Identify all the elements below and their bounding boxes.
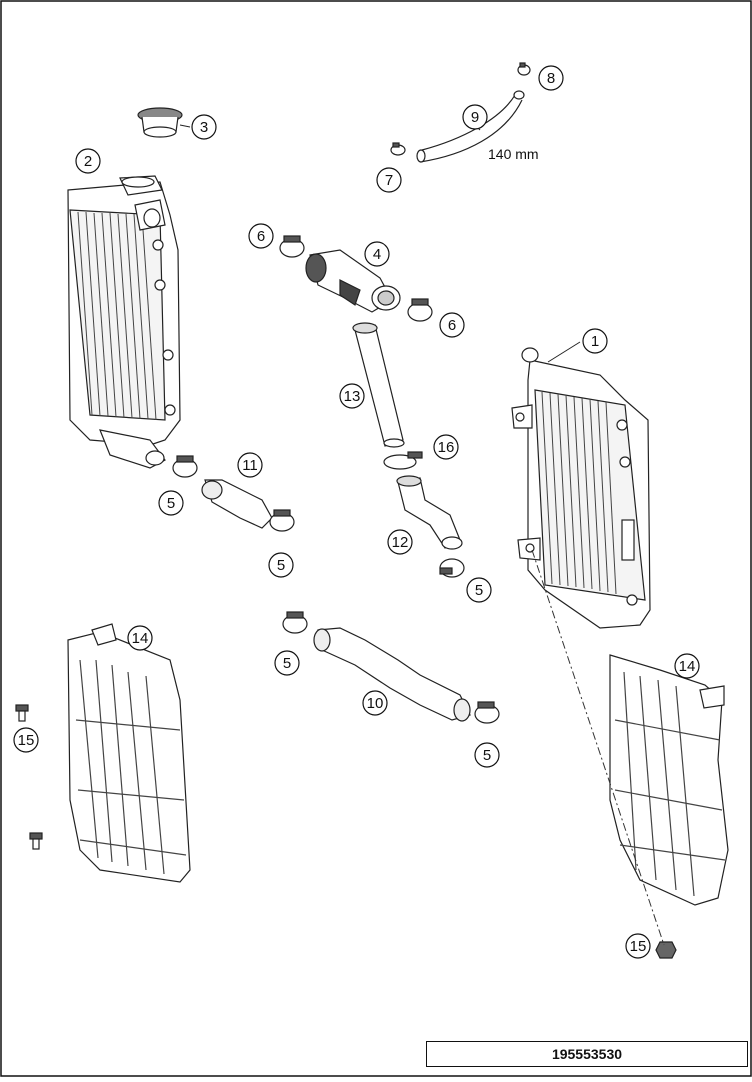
shroud-left: [67, 623, 191, 883]
svg-text:8: 8: [547, 70, 555, 87]
hose-13: [352, 322, 405, 448]
svg-text:5: 5: [475, 582, 483, 599]
svg-text:3: 3: [200, 119, 208, 136]
callout-16: 16: [433, 434, 459, 460]
bolts: [15, 704, 677, 959]
svg-text:1: 1: [591, 333, 599, 350]
callout-4: 4: [364, 241, 390, 267]
radiator-right: [511, 347, 651, 629]
callout-8: 8: [538, 65, 564, 91]
hose-length-label: 140 mm: [488, 146, 539, 162]
svg-text:11: 11: [242, 457, 258, 474]
callout-9: 9: [462, 104, 488, 130]
callout-5c: 5: [466, 577, 492, 603]
callout-5e: 5: [474, 742, 500, 768]
svg-text:7: 7: [385, 172, 393, 189]
hose-12: [396, 475, 463, 550]
svg-text:6: 6: [257, 228, 265, 245]
t-fitting: [305, 249, 401, 313]
hose-10: [313, 627, 471, 722]
svg-text:5: 5: [277, 557, 285, 574]
callout-15a: 15: [13, 727, 39, 753]
callout-5b: 5: [268, 552, 294, 578]
svg-text:15: 15: [18, 732, 35, 749]
callout-13: 13: [339, 383, 365, 409]
clamp-small: [390, 62, 531, 156]
callout-14b: 14: [674, 653, 700, 679]
hose-clamps: [172, 235, 500, 724]
callout-6a: 6: [248, 223, 274, 249]
callout-10: 10: [362, 690, 388, 716]
svg-text:14: 14: [132, 630, 149, 647]
callout-7: 7: [376, 167, 402, 193]
svg-text:10: 10: [367, 695, 384, 712]
svg-text:6: 6: [448, 317, 456, 334]
reference-number: 195553530: [426, 1041, 748, 1067]
svg-text:13: 13: [344, 388, 361, 405]
svg-text:16: 16: [438, 439, 455, 456]
callout-6b: 6: [439, 312, 465, 338]
radiator-left: [67, 175, 181, 469]
svg-text:2: 2: [84, 153, 92, 170]
radiator-cap: [137, 107, 183, 138]
svg-text:5: 5: [283, 655, 291, 672]
svg-text:9: 9: [471, 109, 479, 126]
callout-15b: 15: [625, 933, 651, 959]
callout-11: 11: [237, 452, 263, 478]
svg-text:14: 14: [679, 658, 696, 675]
svg-text:4: 4: [373, 246, 381, 263]
hose-11: [201, 479, 273, 529]
callout-14a: 14: [127, 625, 153, 651]
shroud-right: [609, 654, 729, 906]
callout-12: 12: [387, 529, 413, 555]
callout-3: 3: [191, 114, 217, 140]
callout-5a: 5: [158, 490, 184, 516]
alignment-line: [531, 549, 665, 946]
svg-text:5: 5: [167, 495, 175, 512]
callout-5d: 5: [274, 650, 300, 676]
svg-text:5: 5: [483, 747, 491, 764]
svg-text:12: 12: [392, 534, 409, 551]
callout-1: 1: [582, 328, 608, 354]
callout-2: 2: [75, 148, 101, 174]
svg-text:15: 15: [630, 938, 647, 955]
